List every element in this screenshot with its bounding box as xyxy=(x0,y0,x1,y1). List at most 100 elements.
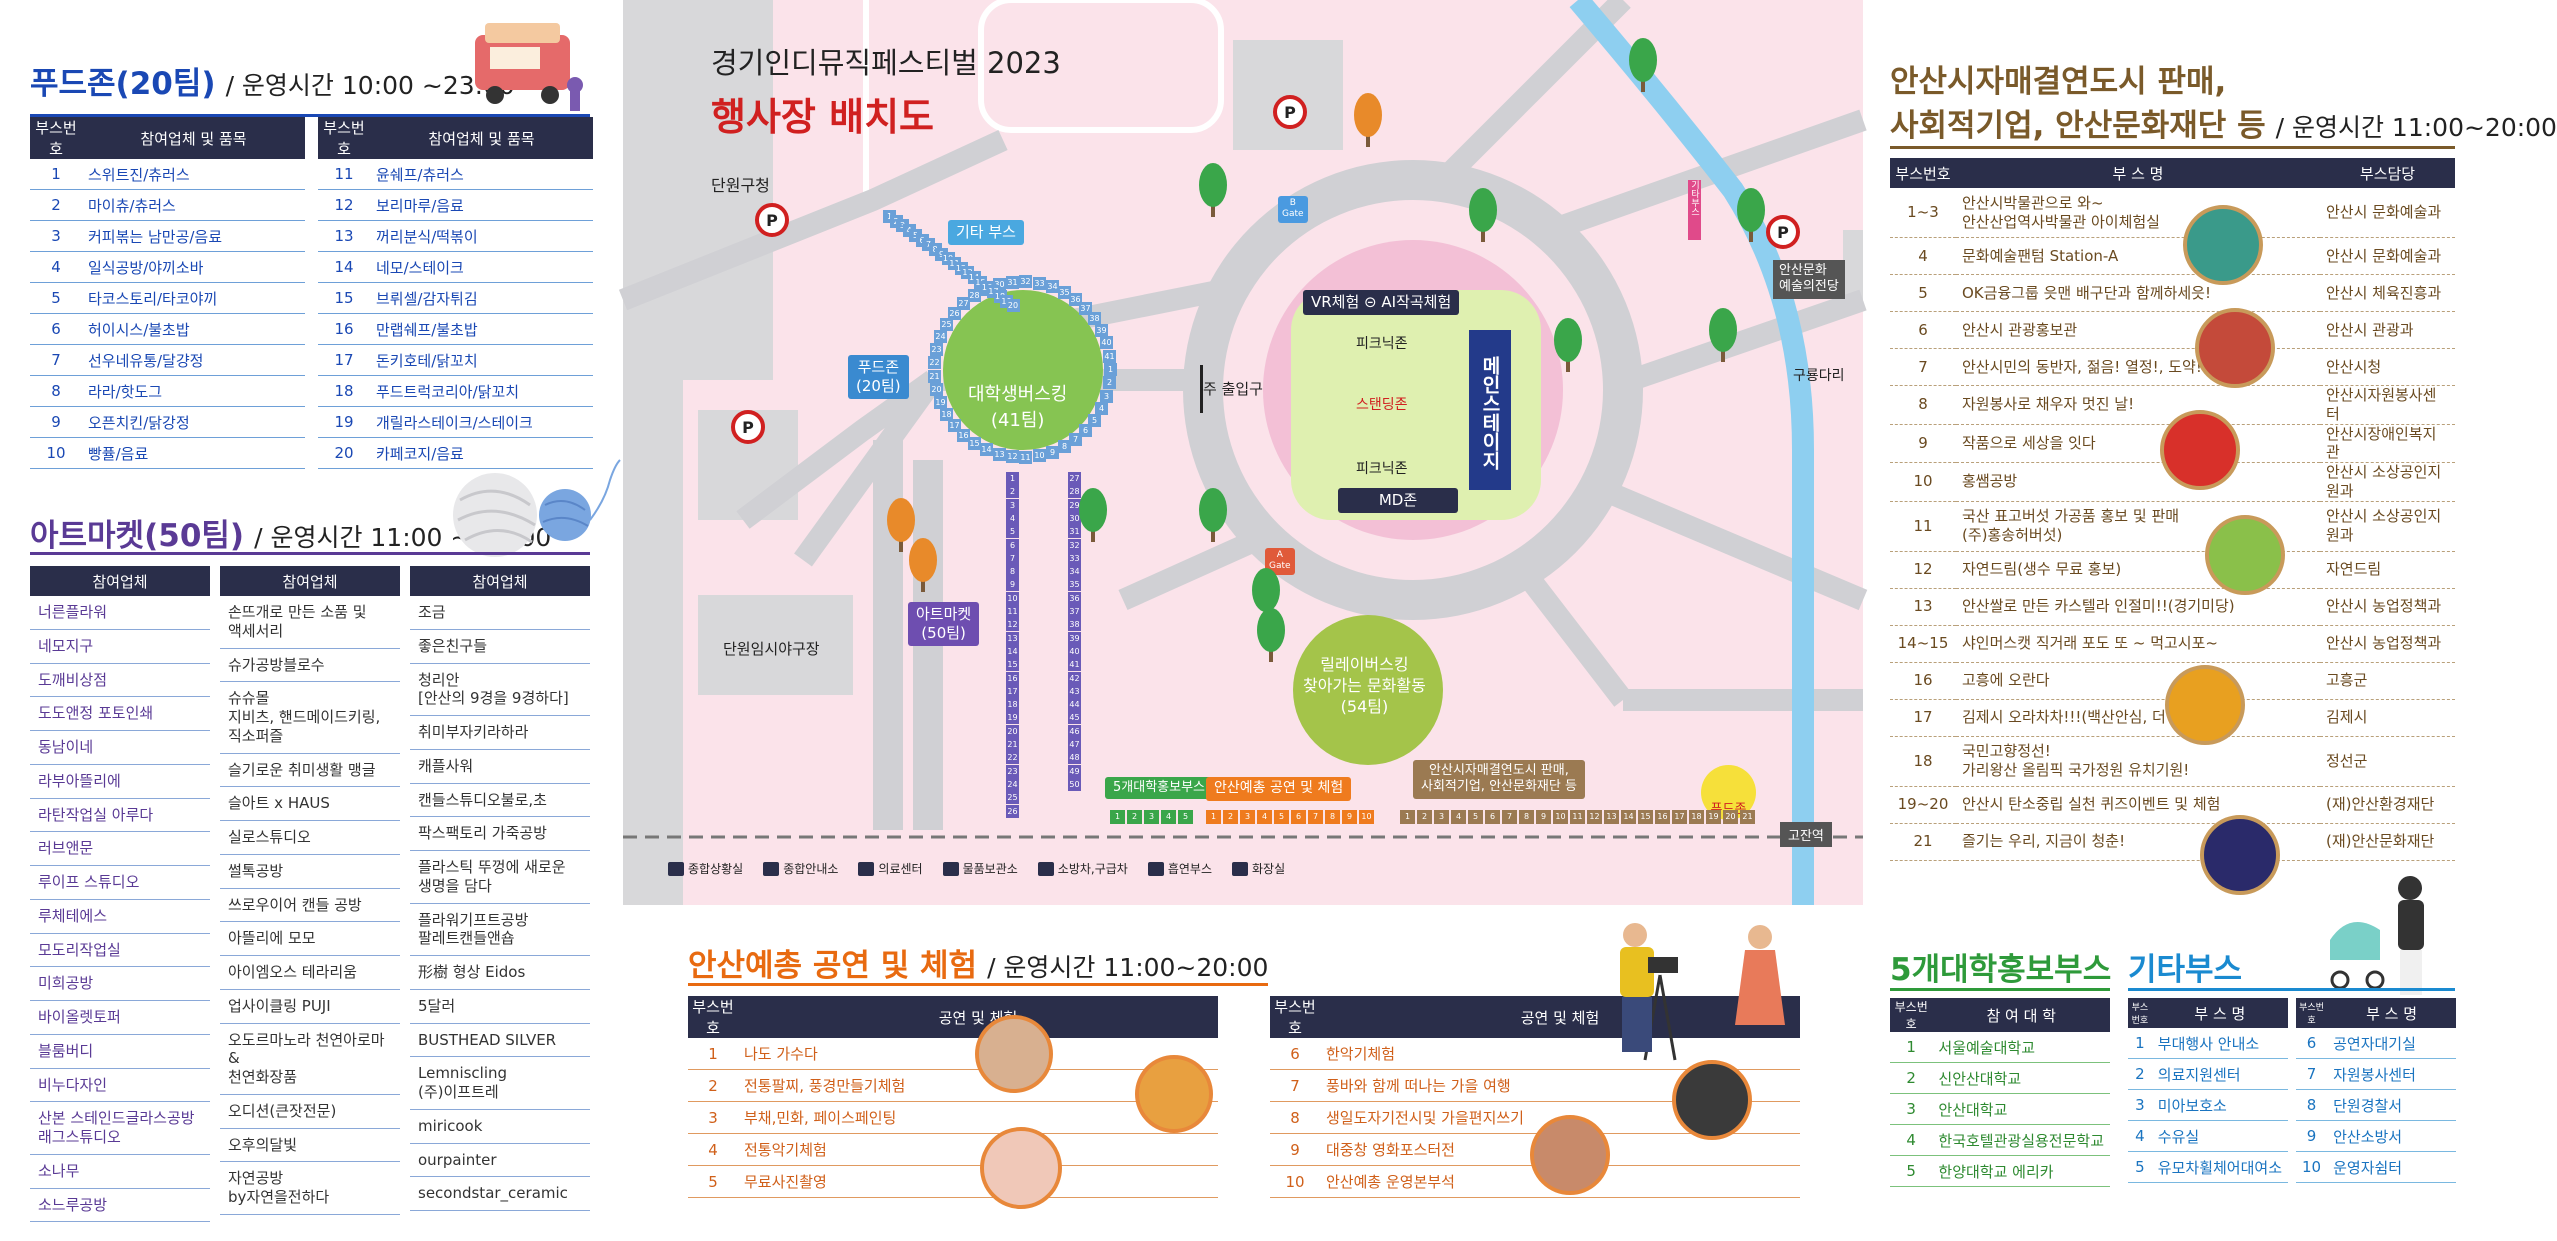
busking-booth-chip: 18 xyxy=(940,408,953,421)
art-booth-chip: 34 xyxy=(1068,565,1081,579)
vendor-name: 동남이네 xyxy=(30,731,210,765)
ansan-booth-chip: 1 xyxy=(1206,810,1221,824)
vendor-name: 미희공방 xyxy=(30,967,210,1001)
tree-icon xyxy=(1199,163,1227,217)
art-booth-chip: 11 xyxy=(1006,605,1019,618)
list-item: 슈슈몰 지비츠, 핸드메이드키링,직소퍼즐 xyxy=(220,682,400,754)
vendor-name: 손뜨개로 만든 소품 및 액세서리 xyxy=(220,596,400,649)
vendor-name: 조금 xyxy=(410,596,590,630)
univ-booth-chip: 2 xyxy=(1127,810,1142,824)
busking-booth-chip: 35 xyxy=(1058,286,1071,299)
col-booth-number: 부스번호 xyxy=(688,996,738,1038)
list-item: ourpainter xyxy=(410,1144,590,1178)
vendor-name: Lemniscling (주)이프트레 xyxy=(410,1057,590,1110)
busking-booth-chip: 33 xyxy=(1033,277,1046,290)
cell-num: 12 xyxy=(1890,552,1956,589)
busking-booth-chip: 6 xyxy=(1079,424,1092,437)
busking-booth-chip: 13 xyxy=(993,448,1006,461)
list-item: 팍스팩토리 가죽공방 xyxy=(410,817,590,851)
art-booth-chip: 12 xyxy=(1006,618,1019,632)
legend-icon xyxy=(942,861,959,876)
art-booth-chip: 38 xyxy=(1068,618,1081,632)
list-item: 블룸버디 xyxy=(30,1035,210,1069)
label-etc-booth: 기타 부스 xyxy=(948,220,1024,245)
list-item: 좋은친구들 xyxy=(410,630,590,664)
leaf-fan-image xyxy=(1135,1055,1213,1133)
map-trees xyxy=(887,38,1765,662)
okman-mascot-image xyxy=(2160,410,2240,490)
legend-icon xyxy=(1232,861,1249,876)
vendor-name: 슬기로운 취미생활 맹글 xyxy=(220,754,400,788)
label-art-market: 아트마켓 (50팀) xyxy=(908,602,980,646)
univ-title: 5개대학홍보부스 xyxy=(1890,952,2112,988)
cell-owner: 안산시 문화예술과 xyxy=(2320,238,2455,275)
vendor-name: 슬아트 x HAUS xyxy=(220,787,400,821)
list-item: 오도르마노라 천연아로마 & 천연화장품 xyxy=(220,1024,400,1095)
art-booth-chip: 31 xyxy=(1068,525,1081,539)
list-item: 라탄작업실 아루다 xyxy=(30,799,210,833)
univ-title-underline xyxy=(1890,988,2110,991)
legend-label: 물품보관소 xyxy=(962,862,1018,876)
art-booth-chip: 33 xyxy=(1068,551,1081,565)
vendor-name: 5달러 xyxy=(410,990,590,1024)
busking-booth-chip: 10 xyxy=(1033,449,1046,462)
art-title-underline xyxy=(30,552,590,555)
col-booth-name: 부 스 명 xyxy=(2327,998,2456,1028)
list-item: miricook xyxy=(410,1110,590,1144)
cell-owner: 안산시 농업정책과 xyxy=(2320,589,2455,626)
list-item: 아뜰리에 모모 xyxy=(220,922,400,956)
cell-name: 샤인머스캣 직거래 포도 또 ~ 먹고시포~ xyxy=(1956,626,2320,663)
busking-booth-chip: 4 xyxy=(1095,402,1108,415)
sister-booth-chip: 11 xyxy=(1570,810,1585,824)
vendor-name: 캔들스튜디오불로,초 xyxy=(410,784,590,818)
cell-name: 김제시 오라차차!!!(백산안심, 더 힘찬) xyxy=(1956,700,2320,737)
col-activity: 공연 및 체험 xyxy=(738,996,1218,1038)
busking-booth-chip: 7 xyxy=(1069,433,1082,446)
busking-booth-chip: 26 xyxy=(948,307,961,320)
vendor-name: 러브앤문 xyxy=(30,832,210,866)
cell-num: 10 xyxy=(1890,463,1956,502)
parking-icon: P xyxy=(755,203,789,237)
tree-icon xyxy=(1469,188,1497,242)
busking-booth-chip: 36 xyxy=(1069,293,1082,306)
cell-num: 19~20 xyxy=(1890,787,1956,824)
art-booth-chip: 48 xyxy=(1068,751,1081,765)
ansan-title-block: 안산예총 공연 및 체험 / 운영시간 11:00~20:00 xyxy=(688,940,1268,985)
cell-name: 안산시민의 동반자, 젊음! 열정!, 도약! xyxy=(1956,349,2320,386)
col-booth-number: 부스번호 xyxy=(1890,998,1933,1032)
sister-booth-chip: 2 xyxy=(1417,810,1432,824)
col-vendor: 참여업체 xyxy=(410,566,590,596)
univ-booth-chip: 3 xyxy=(1144,810,1159,824)
photographer-illustration xyxy=(1620,923,1785,1061)
mascot-image xyxy=(2183,205,2263,285)
col-booth-name: 부 스 명 xyxy=(2151,998,2288,1028)
sister-booth-chip: 8 xyxy=(1519,810,1534,824)
art-booth-chip: 17 xyxy=(1006,684,1019,698)
legend-item: 종합안내소 xyxy=(763,860,838,877)
list-item: 캔들스튜디오불로,초 xyxy=(410,784,590,818)
legend-icon xyxy=(763,861,780,876)
sister-booth-chip: 14 xyxy=(1621,810,1636,824)
tree-icon xyxy=(1737,188,1765,242)
cell-num: 17 xyxy=(1890,700,1956,737)
legend-item: 종합상황실 xyxy=(668,860,743,877)
list-item: 플라스틱 뚜껑에 새로운 생명을 담다 xyxy=(410,851,590,904)
art-booth-chip: 49 xyxy=(1068,764,1081,778)
sister-booth-chip: 15 xyxy=(1638,810,1653,824)
ansan-booth-chip: 9 xyxy=(1342,810,1357,824)
legend-item: 물품보관소 xyxy=(942,860,1018,877)
list-item: 실로스튜디오 xyxy=(220,821,400,855)
camera-image xyxy=(1672,1060,1752,1140)
